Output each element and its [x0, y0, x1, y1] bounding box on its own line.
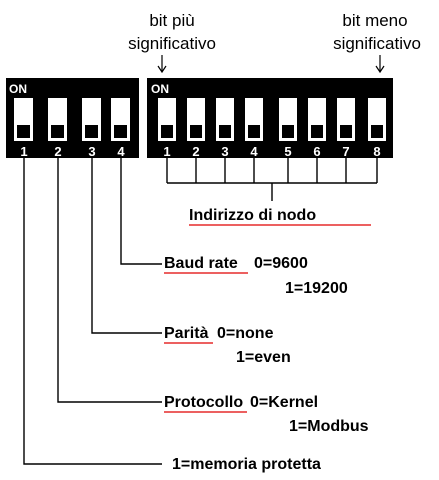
dip-switch-number: 3: [221, 144, 228, 159]
lsb-label-line1: bit meno: [342, 11, 407, 30]
dip-switch-addr-5[interactable]: [279, 98, 297, 141]
dip-switch-2[interactable]: [48, 98, 67, 141]
baud-rate-value-1: 1=19200: [285, 280, 348, 297]
dip-block-address-on-label: ON: [151, 82, 169, 96]
dip-block-address: ON 1: [147, 78, 393, 159]
node-address-label: Indirizzo di nodo: [189, 207, 316, 224]
dip-switch-number: 1: [20, 144, 27, 159]
dip-switch-addr-1[interactable]: [158, 98, 176, 141]
dip-switch-number: 3: [88, 144, 95, 159]
dip-switch-addr-6[interactable]: [308, 98, 326, 141]
leader-line-memory: [23, 158, 162, 465]
dip-switch-number: 2: [192, 144, 199, 159]
msb-label-line1: bit più: [149, 11, 194, 30]
dip-switch-3[interactable]: [82, 98, 101, 141]
baud-rate-label: Baud rate: [164, 255, 238, 272]
dip-switch-addr-3[interactable]: [216, 98, 234, 141]
dip-switch-number: 7: [342, 144, 349, 159]
parity-value-0: 0=none: [217, 325, 274, 342]
dip-switch-addr-2[interactable]: [187, 98, 205, 141]
leader-line-parity: [91, 158, 162, 334]
leader-line-baud: [120, 158, 162, 265]
memory-protected-label: 1=memoria protetta: [172, 456, 321, 473]
protocol-value-0: 0=Kernel: [250, 394, 318, 411]
dip-switch-4[interactable]: [111, 98, 130, 141]
dip-switch-addr-4[interactable]: [245, 98, 263, 141]
msb-label-line2: significativo: [128, 34, 216, 53]
dip-block-address-body: [147, 78, 393, 158]
dip-switch-number: 5: [284, 144, 291, 159]
dip-switch-number: 8: [373, 144, 380, 159]
baud-rate-value-0: 0=9600: [254, 255, 308, 272]
dip-block-config: ON 1 2 3 4: [6, 78, 139, 159]
protocol-value-1: 1=Modbus: [289, 418, 369, 435]
dip-switch-number: 1: [163, 144, 170, 159]
parity-label: Parità: [164, 325, 209, 342]
address-bracket: [166, 158, 378, 201]
lsb-label-line2: significativo: [333, 34, 421, 53]
dip-switch-number: 6: [313, 144, 320, 159]
leader-line-protocol: [57, 158, 162, 403]
protocol-label: Protocollo: [164, 394, 243, 411]
dip-switch-number: 4: [117, 144, 125, 159]
parity-value-1: 1=even: [236, 349, 291, 366]
dip-switch-addr-8[interactable]: [368, 98, 386, 141]
lsb-arrow-icon: [375, 55, 385, 74]
dip-switch-number: 4: [250, 144, 258, 159]
msb-arrow-icon: [157, 55, 167, 74]
dip-switch-addr-7[interactable]: [337, 98, 355, 141]
leader-lines: [23, 158, 162, 465]
dip-switch-1[interactable]: [14, 98, 33, 141]
dip-block-config-on-label: ON: [9, 82, 27, 96]
dip-switch-number: 2: [54, 144, 61, 159]
